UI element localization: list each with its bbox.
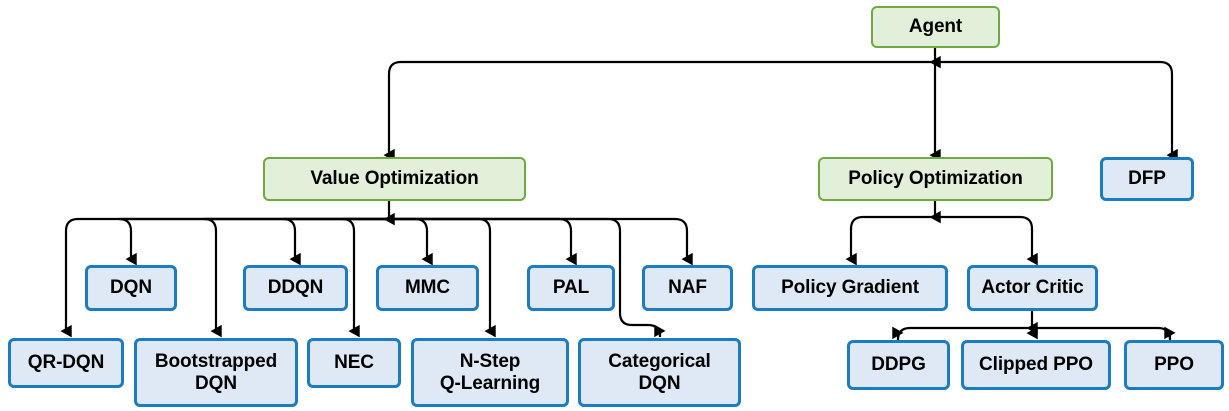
edge-vo-to-dqn — [118, 217, 389, 266]
node-naf[interactable]: NAF — [642, 265, 733, 311]
edge-ac-to-ppo — [1032, 326, 1176, 341]
node-mmc-label: MMC — [404, 277, 451, 299]
edges-from-actor-critic — [892, 311, 1176, 341]
edge-vo-to-ddqn — [282, 217, 389, 266]
node-ddqn[interactable]: DDQN — [243, 265, 348, 311]
node-clipped-ppo-label: Clipped PPO — [979, 354, 1093, 376]
node-ddpg[interactable]: DDPG — [847, 340, 950, 390]
node-n-step-q-learning-label: N-Step Q-Learning — [439, 351, 541, 394]
node-mmc[interactable]: MMC — [376, 265, 479, 311]
node-categorical-dqn-label: Categorical DQN — [608, 351, 711, 394]
edge-agent-to-value-optimization — [383, 60, 935, 162]
node-pal[interactable]: PAL — [527, 265, 615, 311]
node-clipped-ppo[interactable]: Clipped PPO — [961, 340, 1111, 390]
node-ppo-label: PPO — [1154, 354, 1194, 376]
node-policy-optimization[interactable]: Policy Optimization — [818, 157, 1053, 201]
node-categorical-dqn[interactable]: Categorical DQN — [578, 338, 741, 407]
node-bootstrapped-dqn[interactable]: Bootstrapped DQN — [134, 338, 298, 407]
edges-from-agent — [383, 48, 1178, 162]
edge-vo-to-naf — [389, 217, 693, 266]
node-bootstrapped-dqn-label: Bootstrapped DQN — [154, 351, 278, 394]
node-policy-gradient-label: Policy Gradient — [781, 277, 919, 299]
node-ddpg-label: DDPG — [871, 354, 926, 376]
node-policy-optimization-label: Policy Optimization — [848, 168, 1023, 190]
node-agent[interactable]: Agent — [871, 6, 1000, 48]
node-qr-dqn[interactable]: QR-DQN — [8, 338, 124, 388]
node-nec-label: NEC — [334, 352, 374, 374]
edge-agent-to-dfp — [935, 60, 1178, 162]
node-ppo[interactable]: PPO — [1124, 340, 1224, 390]
edge-po-to-policy-gradient — [845, 215, 935, 266]
edge-ac-to-ddpg — [892, 326, 1032, 341]
node-dfp[interactable]: DFP — [1100, 157, 1194, 201]
node-actor-critic[interactable]: Actor Critic — [967, 265, 1098, 311]
edge-po-to-actor-critic — [935, 215, 1038, 266]
node-qr-dqn-label: QR-DQN — [27, 352, 105, 374]
node-value-optimization[interactable]: Value Optimization — [263, 157, 526, 201]
node-nec[interactable]: NEC — [307, 338, 401, 388]
edge-vo-to-pal — [389, 217, 577, 266]
node-dqn[interactable]: DQN — [85, 265, 177, 311]
node-dfp-label: DFP — [1128, 168, 1166, 190]
node-dqn-label: DQN — [110, 277, 152, 299]
node-n-step-q-learning[interactable]: N-Step Q-Learning — [411, 338, 569, 407]
node-value-optimization-label: Value Optimization — [310, 168, 479, 190]
edges-from-policy-optimization — [845, 201, 1038, 266]
node-pal-label: PAL — [552, 277, 590, 299]
node-policy-gradient[interactable]: Policy Gradient — [752, 265, 948, 311]
node-naf-label: NAF — [668, 277, 707, 299]
edge-vo-to-mmc — [389, 217, 433, 266]
node-agent-label: Agent — [908, 16, 963, 38]
node-ddqn-label: DDQN — [267, 277, 324, 299]
node-actor-critic-label: Actor Critic — [981, 277, 1084, 299]
